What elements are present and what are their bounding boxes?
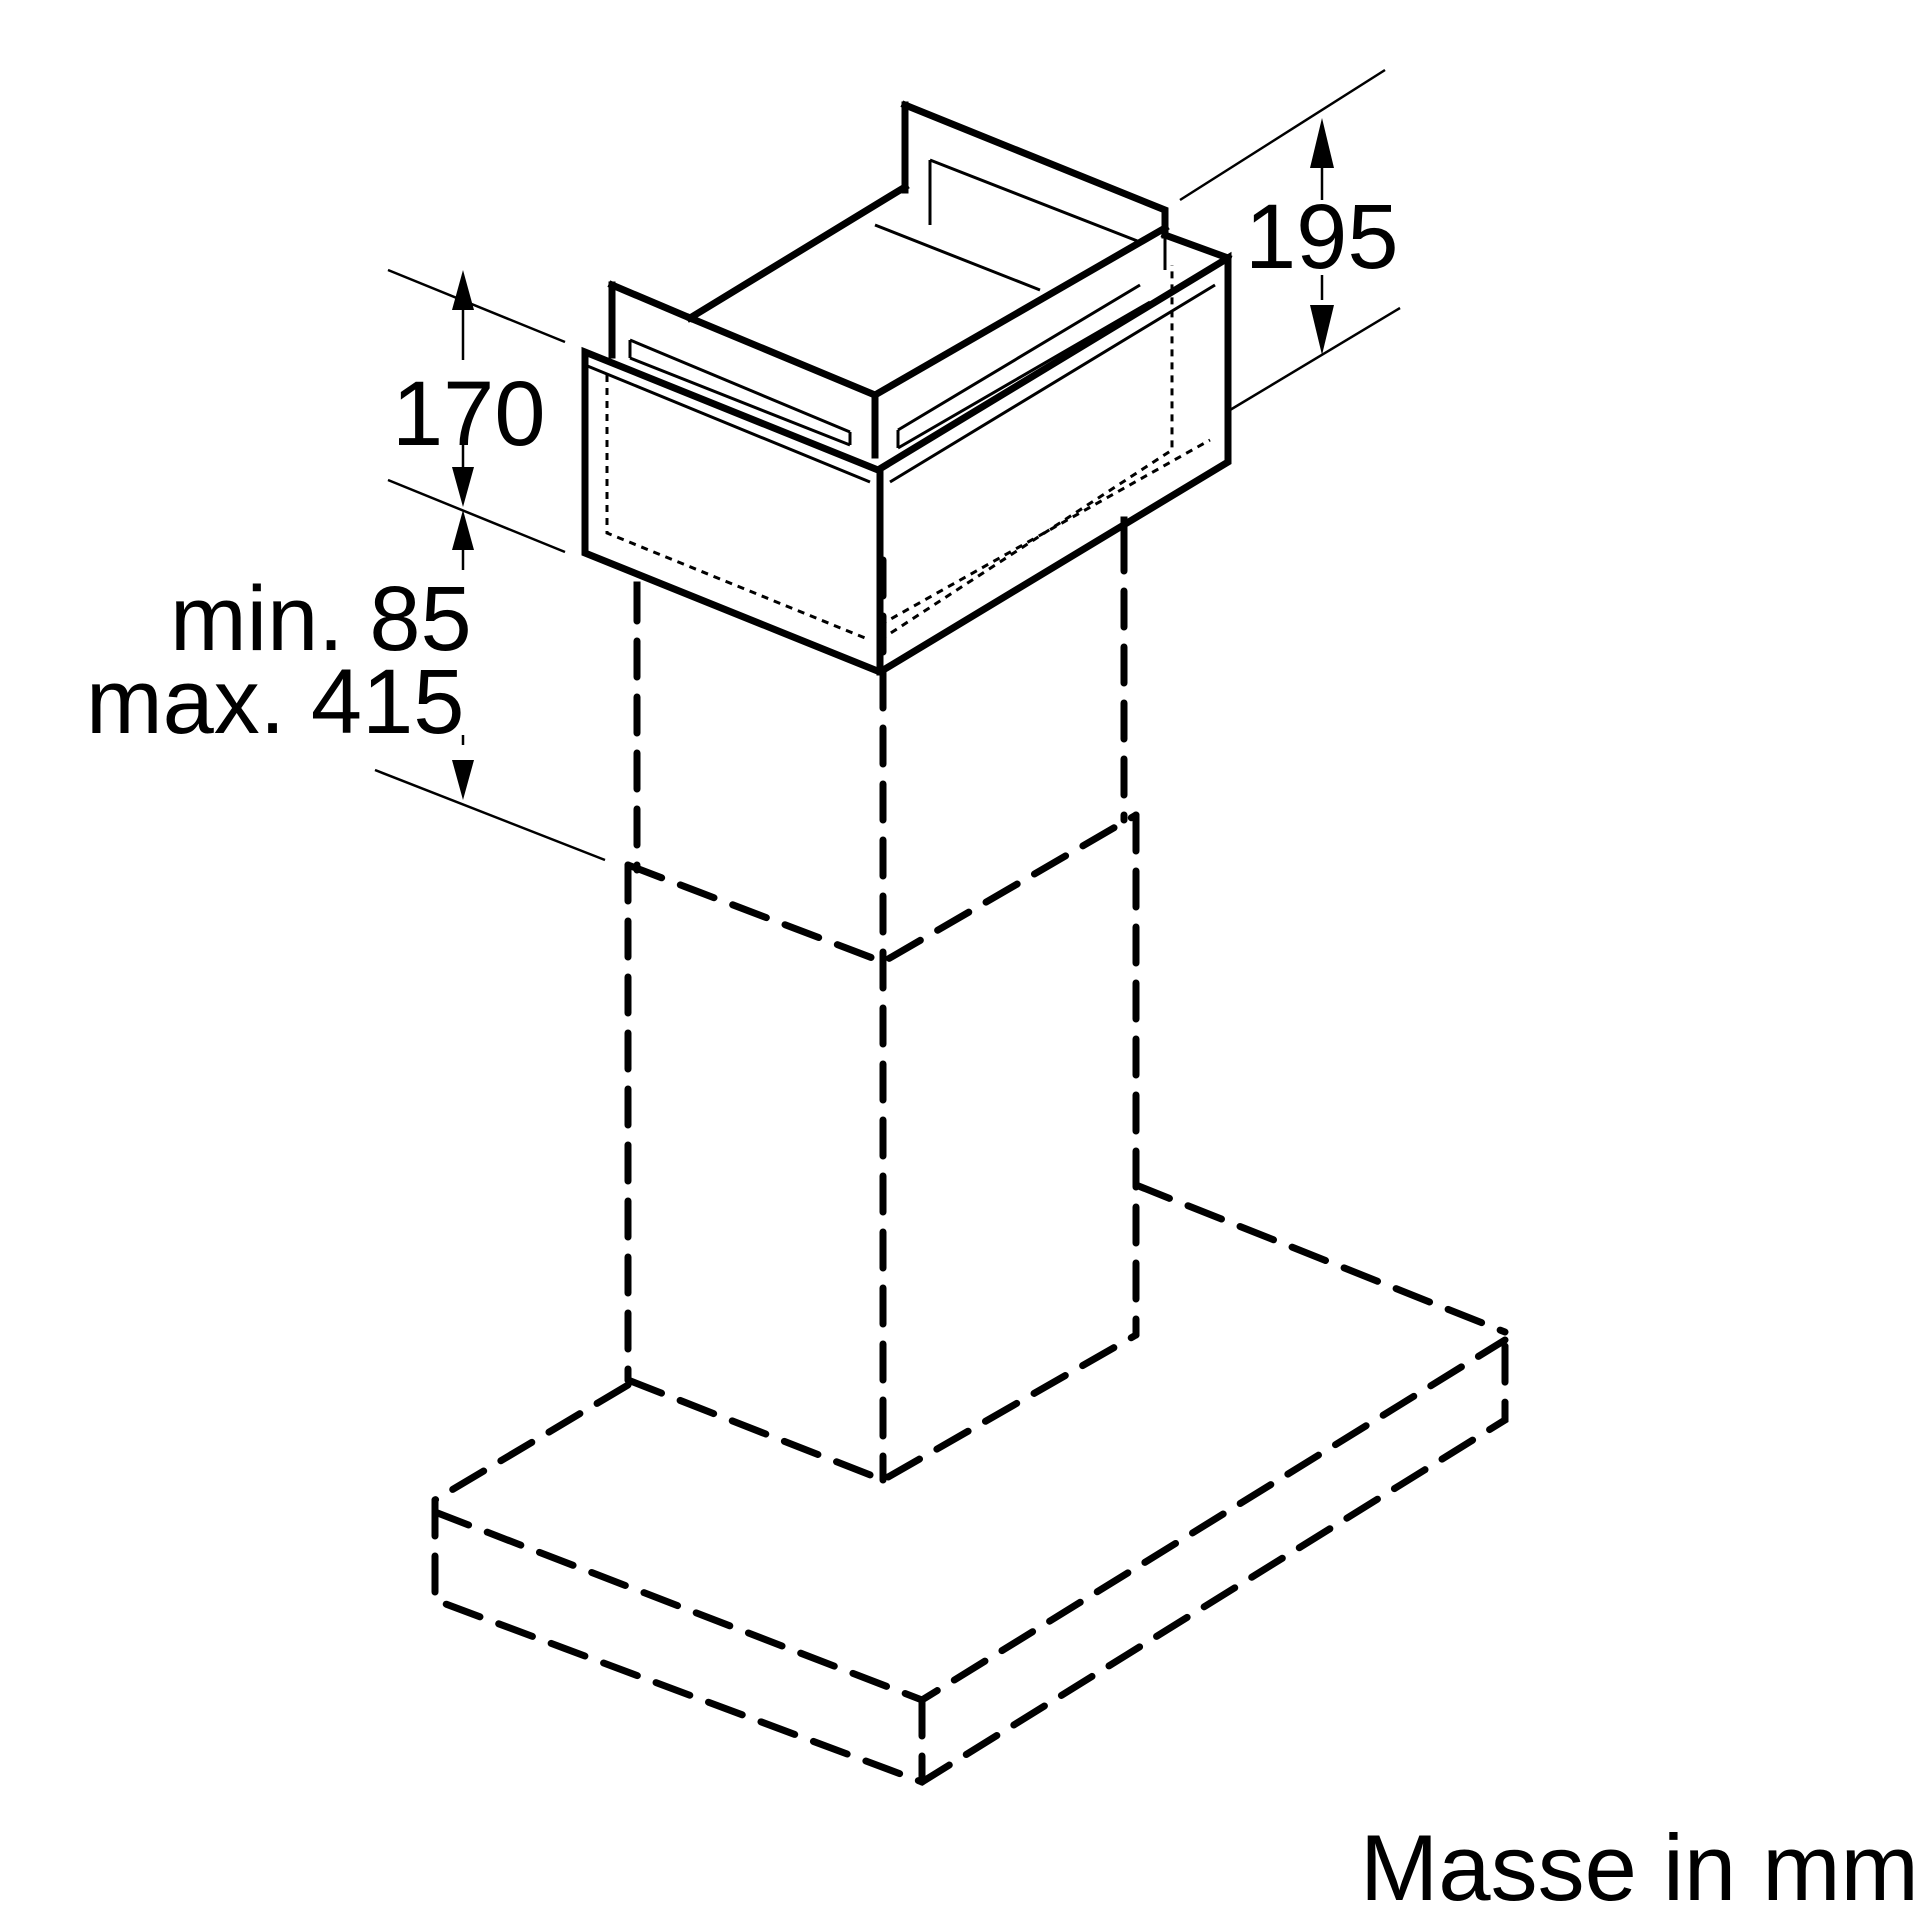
dimension-arrows: [452, 118, 1334, 800]
chimney-height-label: 170: [392, 363, 546, 465]
arrow-down-icon: [452, 760, 474, 800]
arrow-down-icon: [1310, 305, 1334, 355]
arrow-up-icon: [452, 510, 474, 550]
gap-min-label: min. 85: [170, 568, 472, 670]
gap-max-label: max. 415: [86, 651, 464, 753]
chimney-extension: [581, 100, 1233, 694]
hidden-hood-outline: [431, 531, 1509, 1786]
arrow-up-icon: [452, 270, 474, 310]
arrow-up-icon: [1310, 118, 1334, 168]
units-note: Masse in mm: [1360, 1815, 1919, 1920]
arrow-down-icon: [452, 467, 474, 507]
top-extension-height-label: 195: [1245, 186, 1399, 288]
